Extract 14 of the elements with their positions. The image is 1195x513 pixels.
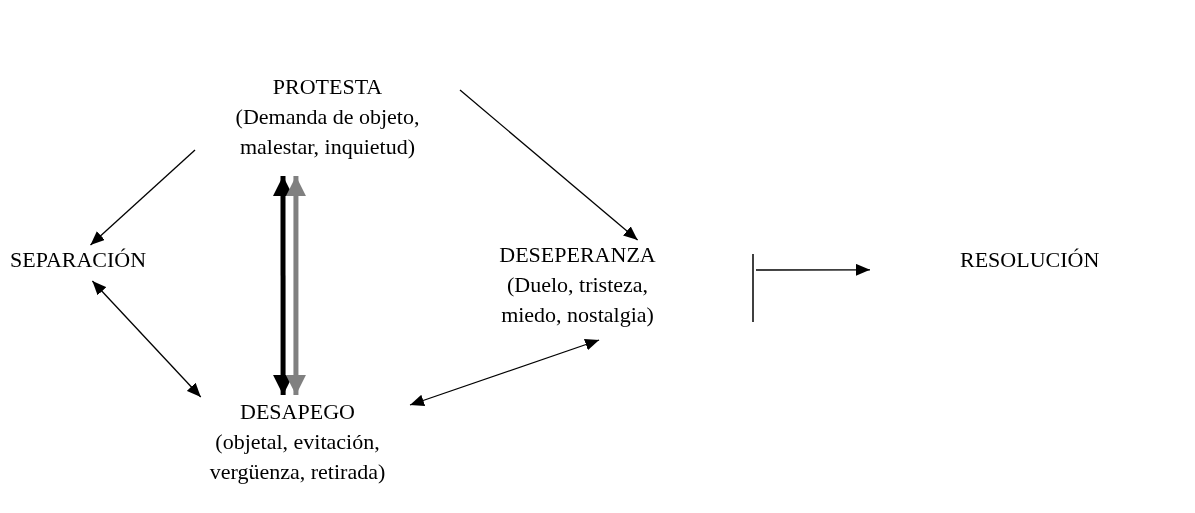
double-arrow <box>285 176 306 395</box>
arrow <box>755 263 871 276</box>
stage-title: PROTESTA <box>271 73 384 101</box>
stage-description: (Duelo, tristeza, miedo, nostalgia) <box>500 271 655 329</box>
double-arrow <box>409 338 600 407</box>
stage-title: SEPARACIÓN <box>10 246 148 274</box>
stage-title: DESEPERANZA <box>498 241 657 269</box>
stage-title: DESAPEGO <box>239 398 356 426</box>
double-arrow <box>91 280 202 398</box>
stage-description: (objetal, evitación, vergüenza, retirada) <box>208 428 387 486</box>
stage-title: RESOLUCIÓN <box>960 246 1101 274</box>
stage-description: (Demanda de objeto, malestar, inquietud) <box>234 103 421 161</box>
arrow <box>89 149 196 246</box>
arrow <box>459 89 639 241</box>
